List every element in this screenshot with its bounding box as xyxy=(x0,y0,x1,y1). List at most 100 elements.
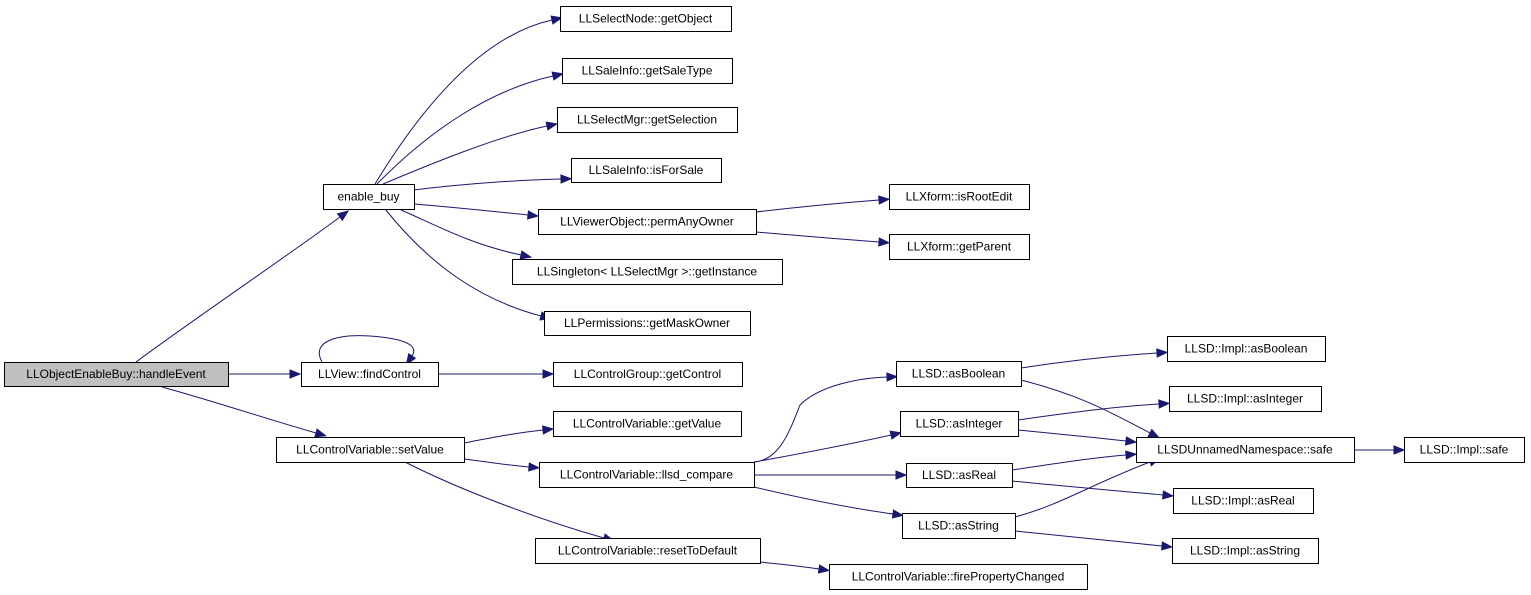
edge-permAnyOwner-to-getParent xyxy=(755,231,891,247)
node-box xyxy=(538,209,757,235)
edge-setValue-to-llsd_compare xyxy=(463,458,541,472)
node-label: LLObjectEnableBuy::handleEvent xyxy=(26,367,206,381)
edge-handleEvent-to-findControl xyxy=(228,369,302,379)
arrowhead xyxy=(560,174,573,184)
node-box xyxy=(829,564,1088,590)
node-findControl[interactable]: LLView::findControl xyxy=(301,362,439,387)
node-implAsInteger[interactable]: LLSD::Impl::asInteger xyxy=(1169,386,1322,412)
node-getControl[interactable]: LLControlGroup::getControl xyxy=(553,362,743,387)
node-getSaleType[interactable]: LLSaleInfo::getSaleType xyxy=(562,58,733,84)
node-box xyxy=(1173,488,1314,514)
edge-line xyxy=(1014,530,1163,547)
edge-line xyxy=(753,486,894,515)
edge-enable_buy-to-getSaleType xyxy=(376,71,565,185)
edge-line xyxy=(1011,454,1127,471)
node-box xyxy=(889,184,1030,210)
arrowhead xyxy=(895,470,908,480)
edge-line xyxy=(319,335,415,363)
node-box xyxy=(896,361,1022,387)
node-box xyxy=(571,158,722,183)
node-setValue[interactable]: LLControlVariable::setValue xyxy=(276,437,465,463)
node-firePropertyChanged[interactable]: LLControlVariable::firePropertyChanged xyxy=(829,564,1088,590)
arrowhead xyxy=(541,425,555,435)
edge-line xyxy=(398,208,522,256)
node-resetToDefault[interactable]: LLControlVariable::resetToDefault xyxy=(535,538,761,564)
node-label: LLControlVariable::getValue xyxy=(573,417,722,431)
node-label: LLControlVariable::setValue xyxy=(296,443,444,457)
node-asInteger[interactable]: LLSD::asInteger xyxy=(900,411,1019,437)
edge-line xyxy=(404,461,605,539)
edge-line xyxy=(755,199,880,213)
edge-line xyxy=(413,203,529,216)
node-llsd_compare[interactable]: LLControlVariable::llsd_compare xyxy=(539,462,755,488)
node-label: LLControlVariable::resetToDefault xyxy=(558,544,738,558)
node-asBoolean[interactable]: LLSD::asBoolean xyxy=(896,361,1022,387)
edge-line xyxy=(374,19,553,185)
node-implAsBoolean[interactable]: LLSD::Impl::asBoolean xyxy=(1167,336,1326,362)
edge-permAnyOwner-to-isRootEdit xyxy=(755,195,891,213)
node-implAsString[interactable]: LLSD::Impl::asString xyxy=(1172,538,1319,564)
edge-findControl-to-getControl xyxy=(438,369,555,379)
node-permAnyOwner[interactable]: LLViewerObject::permAnyOwner xyxy=(538,209,757,235)
node-label: LLSD::asReal xyxy=(922,468,996,482)
arrowhead xyxy=(542,369,555,379)
node-isRootEdit[interactable]: LLXform::isRootEdit xyxy=(889,184,1030,210)
arrowhead xyxy=(878,237,891,247)
node-getInstance[interactable]: LLSingleton< LLSelectMgr >::getInstance xyxy=(512,259,783,285)
node-label: LLSD::Impl::asReal xyxy=(1191,494,1294,508)
edge-line xyxy=(161,386,317,434)
node-implAsReal[interactable]: LLSD::Impl::asReal xyxy=(1173,488,1314,514)
edge-asString-to-implAsString xyxy=(1014,530,1174,551)
arrowhead xyxy=(314,428,327,438)
node-enable_buy[interactable]: enable_buy xyxy=(323,184,415,210)
node-box xyxy=(553,411,742,437)
edges-layer xyxy=(135,15,1406,574)
node-box xyxy=(539,462,755,488)
node-isForSale[interactable]: LLSaleInfo::isForSale xyxy=(571,158,722,183)
edge-enable_buy-to-getSelection xyxy=(382,121,559,185)
node-box xyxy=(276,437,465,463)
node-asString[interactable]: LLSD::asString xyxy=(902,513,1016,539)
edge-asInteger-to-safe xyxy=(1017,429,1138,446)
arrowhead xyxy=(891,509,905,519)
node-box xyxy=(1136,437,1355,463)
node-box xyxy=(902,513,1016,539)
node-box xyxy=(512,259,783,285)
node-box xyxy=(562,58,733,84)
edge-asReal-to-safe xyxy=(1011,450,1138,471)
node-box xyxy=(900,411,1019,437)
node-label: LLSDUnnamedNamespace::safe xyxy=(1157,443,1333,457)
node-label: LLSD::asString xyxy=(918,519,999,533)
node-box xyxy=(1169,386,1322,412)
node-label: LLSingleton< LLSelectMgr >::getInstance xyxy=(537,265,757,279)
edge-enable_buy-to-getInstance xyxy=(398,208,533,260)
node-asReal[interactable]: LLSD::asReal xyxy=(906,463,1013,488)
node-getSelection[interactable]: LLSelectMgr::getSelection xyxy=(557,107,738,133)
edge-asReal-to-implAsReal xyxy=(1011,480,1175,500)
edge-asBoolean-to-safe xyxy=(1020,379,1161,439)
edge-llsd_compare-to-asInteger xyxy=(753,430,903,463)
arrowhead xyxy=(878,195,891,205)
node-getObject[interactable]: LLSelectNode::getObject xyxy=(560,6,732,32)
node-handleEvent[interactable]: LLObjectEnableBuy::handleEvent xyxy=(4,362,229,387)
node-box xyxy=(1404,437,1525,463)
edge-line xyxy=(463,458,530,468)
edge-line xyxy=(753,376,888,463)
edge-line xyxy=(384,208,542,317)
node-box xyxy=(560,6,732,32)
edge-line xyxy=(382,125,548,185)
node-box xyxy=(1167,336,1326,362)
arrowhead xyxy=(527,210,540,220)
node-getParent[interactable]: LLXform::getParent xyxy=(889,234,1030,260)
nodes-layer: LLObjectEnableBuy::handleEvent enable_buy… xyxy=(4,6,1525,590)
node-getValue[interactable]: LLControlVariable::getValue xyxy=(553,411,742,437)
node-implSafe[interactable]: LLSD::Impl::safe xyxy=(1404,437,1525,463)
node-getMaskOwner[interactable]: LLPermissions::getMaskOwner xyxy=(544,311,751,336)
edge-line xyxy=(1020,352,1158,369)
arrowhead xyxy=(519,250,533,260)
node-label: LLSaleInfo::getSaleType xyxy=(582,64,713,78)
node-label: LLSelectNode::getObject xyxy=(579,12,713,26)
node-label: LLXform::getParent xyxy=(907,240,1012,254)
edge-llsd_compare-to-asString xyxy=(753,486,905,519)
node-safe[interactable]: LLSDUnnamedNamespace::safe xyxy=(1136,437,1355,463)
